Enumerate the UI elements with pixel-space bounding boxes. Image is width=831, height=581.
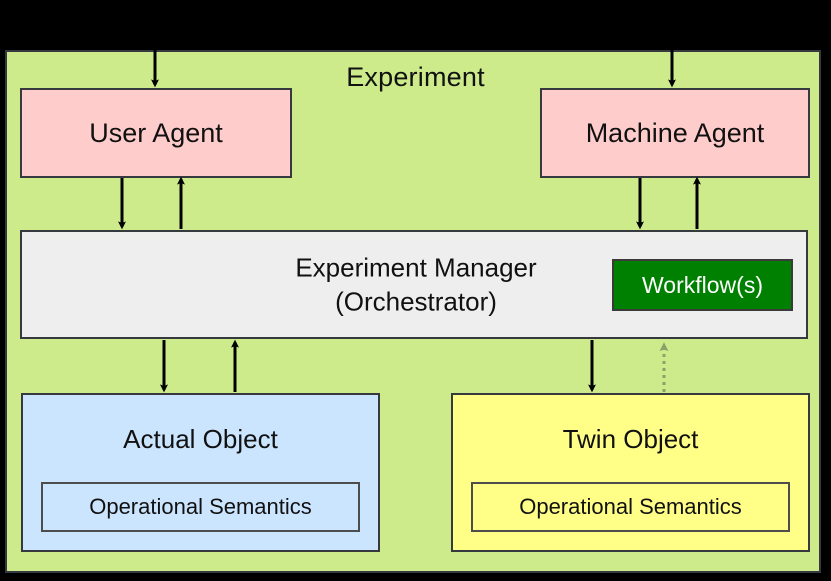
experiment-manager-line2: (Orchestrator) [335,286,497,317]
experiment-manager-line1: Experiment Manager [295,251,537,282]
twin-object-label: Twin Object [562,424,699,454]
workflows-node[interactable]: Workflow(s) [612,259,793,311]
user-agent-node[interactable]: User Agent [20,88,292,178]
machine-agent-label: Machine Agent [585,117,765,148]
experiment-title: Experiment [346,62,485,92]
machine-agent-node[interactable]: Machine Agent [540,88,810,178]
twin-object-operational-semantics[interactable]: Operational Semantics [471,482,790,532]
actual-object-operational-semantics-label: Operational Semantics [89,494,312,519]
actual-object-label: Actual Object [123,424,278,454]
experiment-manager-node[interactable]: Experiment Manager (Orchestrator) Workfl… [20,230,808,339]
experiment-manager-label: Experiment Manager (Orchestrator) [22,250,806,319]
user-agent-label: User Agent [89,117,223,148]
twin-object-node[interactable]: Twin Object Operational Semantics [451,393,810,552]
workflows-label: Workflow(s) [642,271,763,298]
twin-object-operational-semantics-label: Operational Semantics [519,494,742,519]
actual-object-node[interactable]: Actual Object Operational Semantics [21,393,380,552]
actual-object-operational-semantics[interactable]: Operational Semantics [41,482,360,532]
